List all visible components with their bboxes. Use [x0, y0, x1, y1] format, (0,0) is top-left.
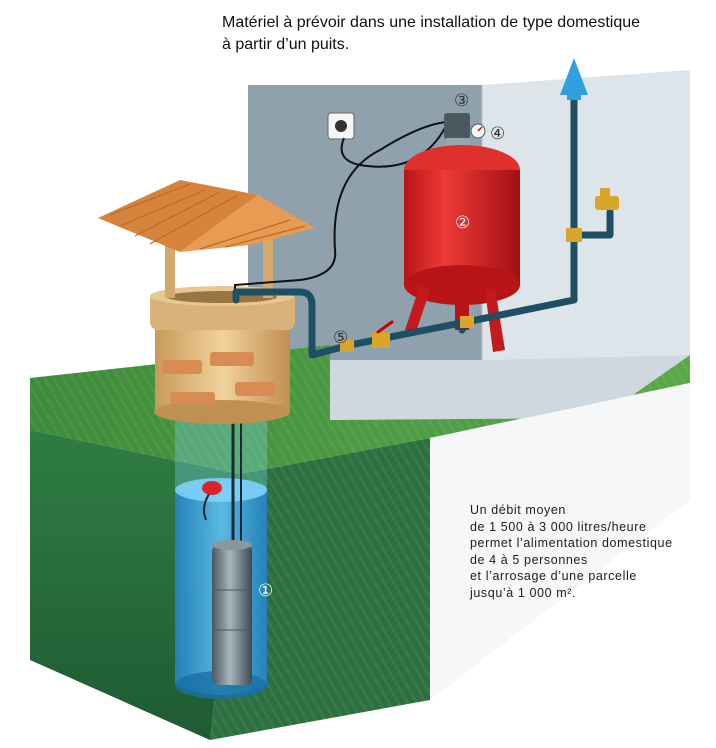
float-switch — [202, 481, 222, 521]
marker-tank: ② — [455, 213, 470, 233]
floor — [248, 355, 690, 420]
valve — [340, 316, 474, 352]
well-roof — [98, 180, 315, 252]
title-line-1: Matériel à prévoir dans une installation… — [222, 14, 641, 31]
tap — [595, 188, 619, 210]
title-line-2: à partir d’un puits. — [222, 36, 350, 53]
water-outlet-arrow — [560, 58, 588, 100]
info-line: et l’arrosage d’une parcelle — [470, 569, 637, 584]
electrical — [234, 112, 447, 300]
info-line: permet l’alimentation domestique — [470, 536, 673, 551]
marker-pump: ① — [258, 581, 273, 601]
marker-gauge: ④ — [490, 124, 505, 144]
right-wall — [482, 70, 690, 360]
pressure-tank: ② — [404, 138, 520, 352]
diagram-title: Matériel à prévoir dans une installation… — [222, 12, 692, 56]
info-line: Un débit moyen — [470, 503, 566, 517]
soil-side — [430, 383, 690, 700]
tee-fitting — [566, 228, 582, 242]
marker-valve: ⑤ — [333, 328, 348, 348]
pressure-gauge: ④ — [470, 123, 505, 144]
pipes — [232, 58, 619, 359]
info-line: jusqu’à 1 000 m². — [470, 585, 577, 600]
flow-rate-note: Un débit moyen de 1 500 à 3 000 litres/h… — [470, 502, 710, 602]
well-structure — [98, 180, 315, 424]
marker-pressure-switch: ③ — [454, 91, 469, 111]
info-line: de 1 500 à 3 000 litres/heure — [470, 519, 647, 534]
pressure-switch: ③ — [444, 91, 470, 139]
info-line: de 4 à 5 personnes — [470, 552, 588, 567]
